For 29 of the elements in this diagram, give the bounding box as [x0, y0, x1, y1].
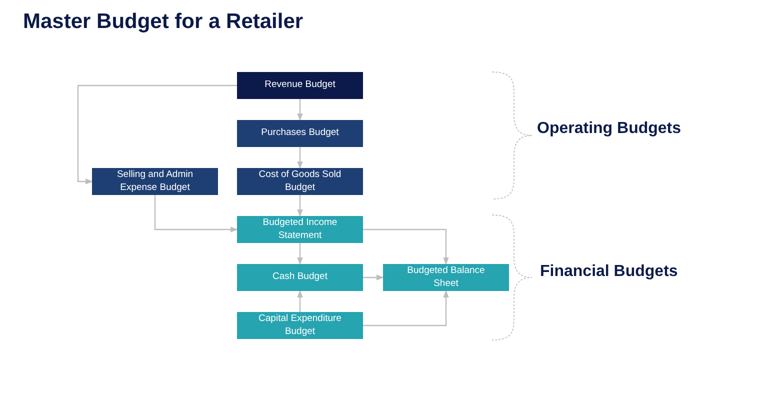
box-label: Purchases Budget	[261, 127, 339, 140]
arrow	[363, 274, 384, 280]
arrow	[363, 228, 449, 265]
arrow	[297, 195, 303, 217]
arrow	[77, 84, 237, 184]
budget-box	[237, 72, 363, 99]
arrow	[297, 99, 303, 121]
box-label: Cash Budget	[272, 271, 328, 284]
arrow	[297, 243, 303, 265]
box-label: Selling and Admin Expense Budget	[116, 169, 194, 194]
group-label: Financial Budgets	[540, 263, 678, 281]
arrow	[297, 147, 303, 169]
budget-box	[237, 264, 363, 291]
budget-box	[92, 168, 218, 195]
arrow	[363, 290, 449, 326]
budget-box	[237, 312, 363, 339]
budget-box	[237, 168, 363, 195]
diagram-title: Master Budget for a Retailer	[23, 10, 304, 34]
budget-box	[237, 120, 363, 147]
arrow	[154, 195, 238, 232]
box-label: Cost of Goods Sold Budget	[258, 169, 342, 194]
box-label: Budgeted Income Statement	[262, 217, 338, 242]
group-label: Operating Budgets	[537, 120, 682, 138]
arrow	[297, 290, 303, 312]
box-label: Budgeted Balance Sheet	[406, 265, 486, 290]
budget-box	[383, 264, 509, 291]
box-label: Revenue Budget	[264, 79, 336, 92]
box-label: Capital Expenditure Budget	[258, 313, 342, 338]
budget-box	[237, 216, 363, 243]
